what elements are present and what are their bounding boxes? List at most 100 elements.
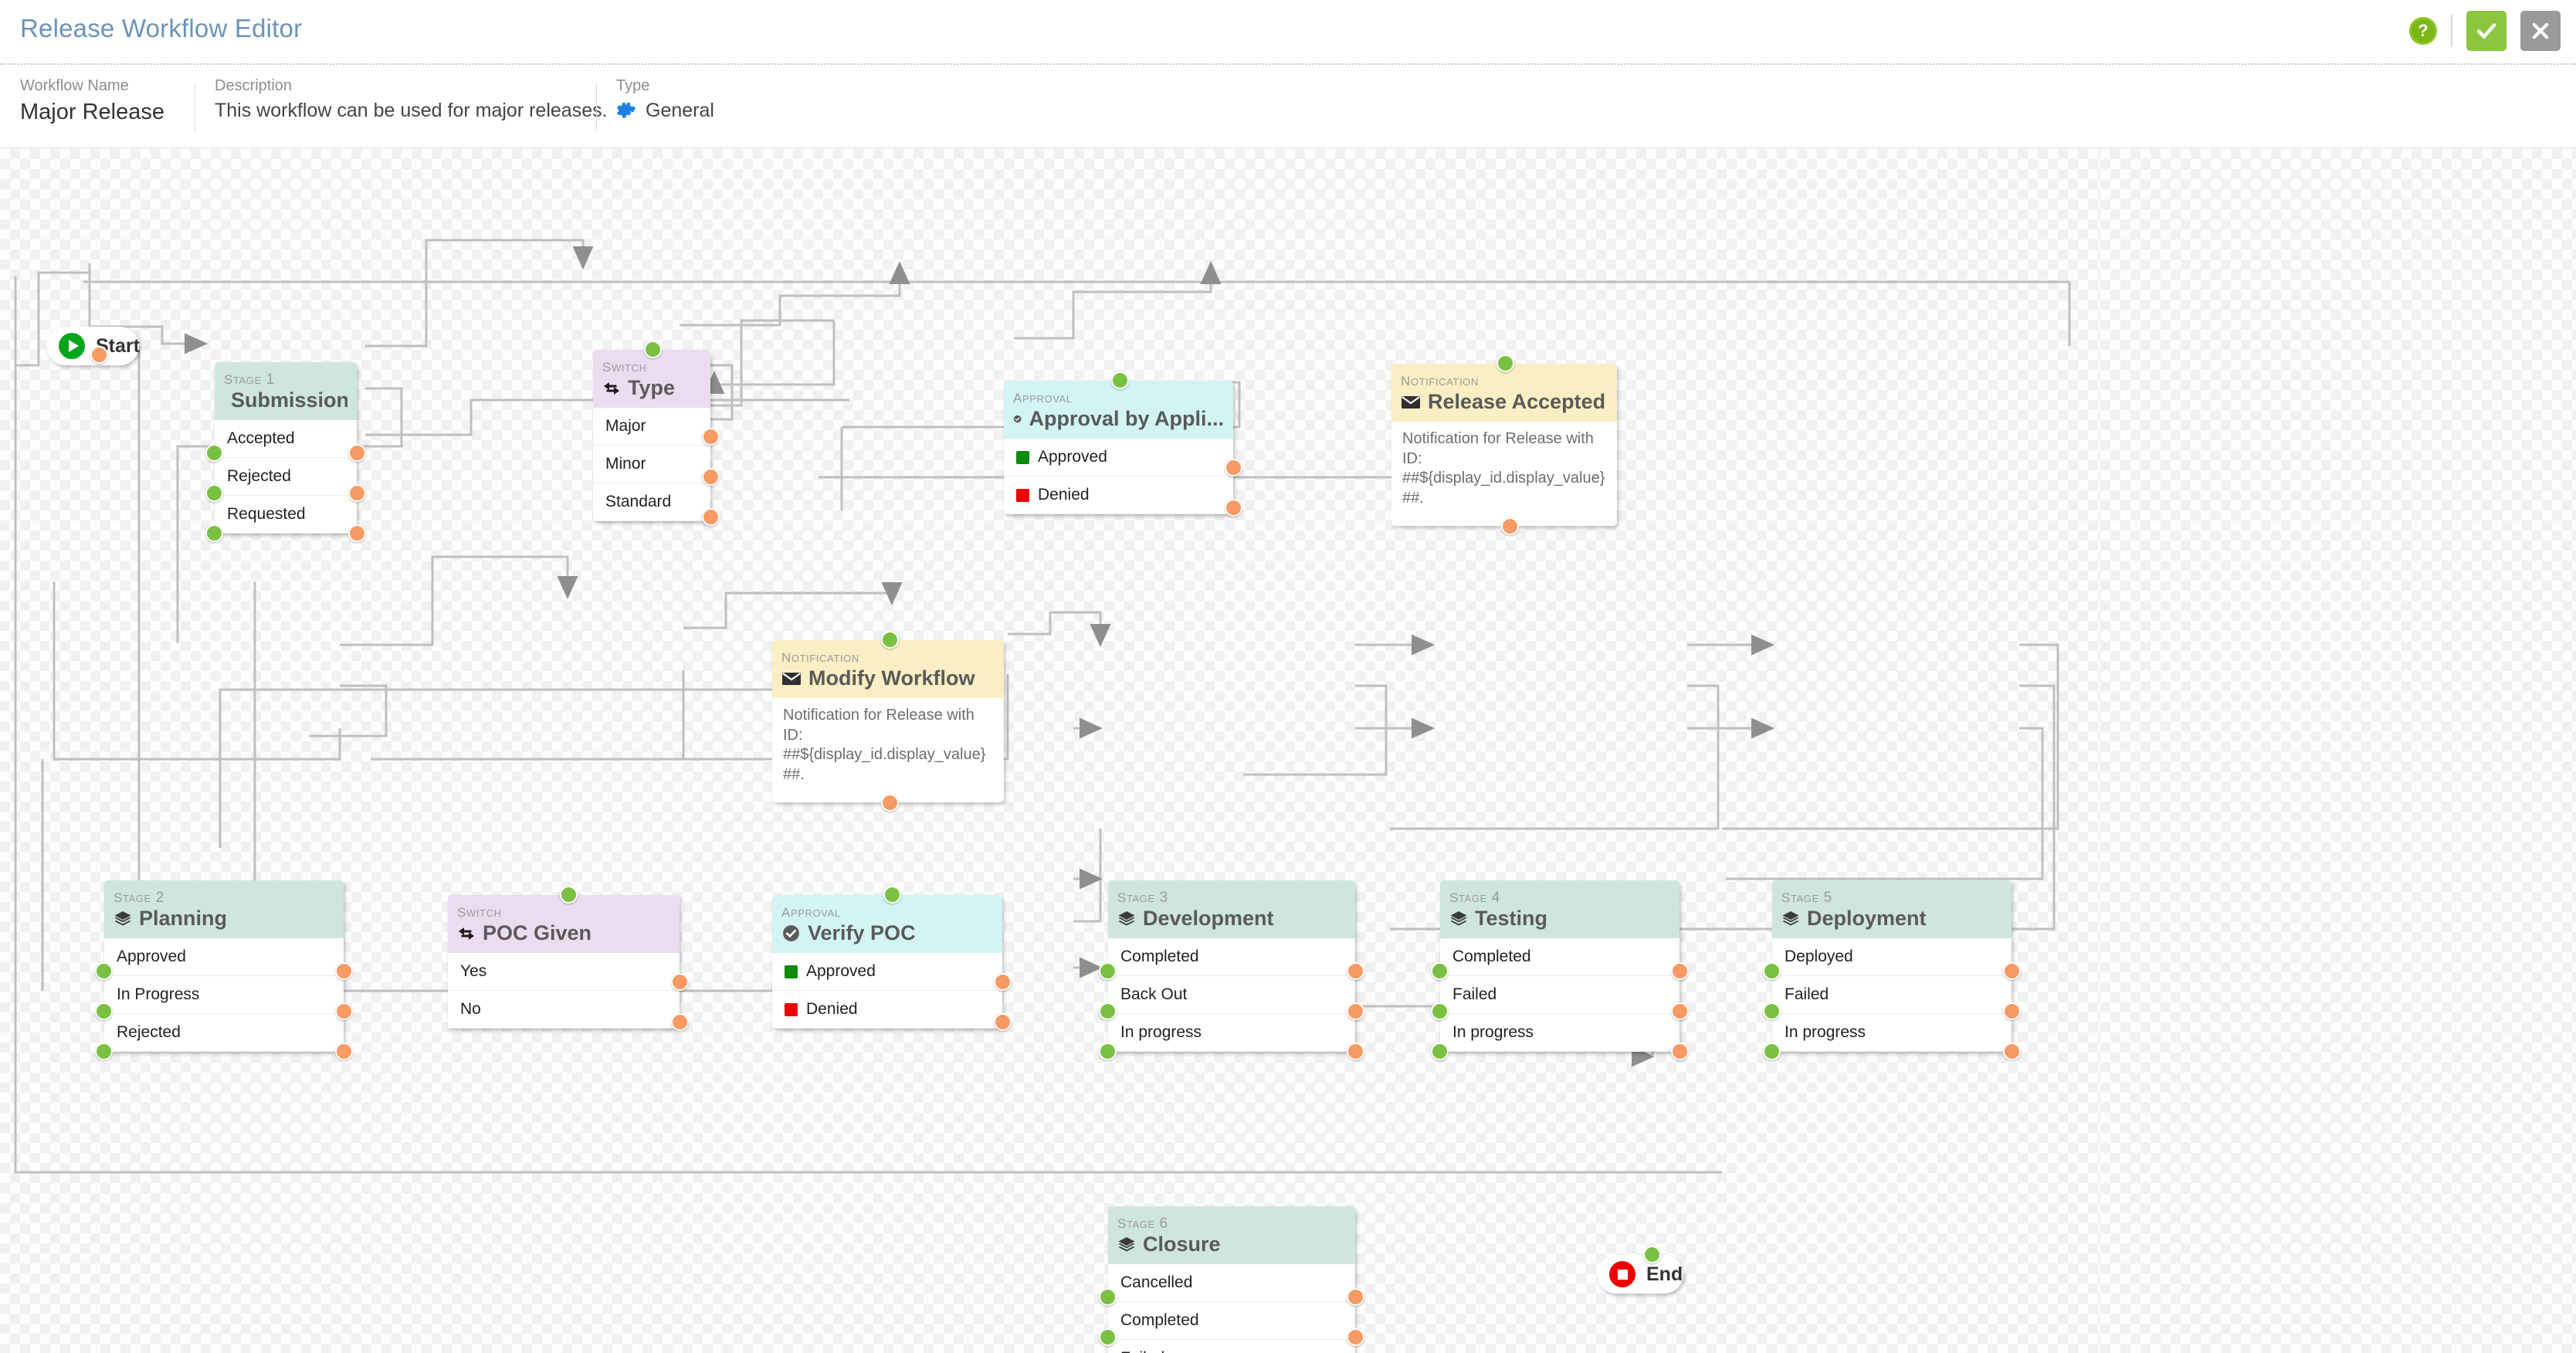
envelope-icon	[782, 672, 801, 685]
row-out-port[interactable]	[671, 973, 689, 991]
node-row[interactable]: Failed	[1440, 976, 1679, 1015]
node-row[interactable]: In progress	[1108, 1014, 1355, 1053]
node-row[interactable]: Completed	[1108, 938, 1355, 977]
row-out-port[interactable]	[335, 1002, 353, 1020]
node-row[interactable]: Minor	[593, 446, 710, 484]
node-row[interactable]: Requested	[215, 496, 357, 534]
node-row[interactable]: Deployed	[1772, 938, 2012, 977]
row-out-port[interactable]	[1671, 1002, 1689, 1020]
row-in-port[interactable]	[205, 444, 223, 462]
row-in-port[interactable]	[1763, 1043, 1781, 1060]
row-in-port[interactable]	[1431, 1043, 1449, 1060]
node-row[interactable]: Major	[593, 408, 710, 446]
node-out-port[interactable]	[881, 793, 899, 812]
row-out-port[interactable]	[994, 973, 1012, 991]
node-stage5[interactable]: Stage 5 Deployment Deployed Failed In pr…	[1763, 880, 2021, 1060]
row-in-port[interactable]	[1099, 1002, 1117, 1020]
node-stage1[interactable]: Stage 1 Submission Accepted Rejected Req…	[205, 362, 366, 542]
row-out-port[interactable]	[702, 428, 720, 446]
row-out-port[interactable]	[1347, 1043, 1364, 1060]
node-row[interactable]: Cancelled	[1108, 1264, 1355, 1303]
row-in-port[interactable]	[1431, 1002, 1449, 1020]
node-switch-poc-given[interactable]: Switch POC Given Yes No	[448, 886, 689, 1031]
cancel-button[interactable]	[2520, 11, 2561, 51]
node-in-port[interactable]	[1496, 354, 1514, 372]
node-row[interactable]: In progress	[1772, 1014, 2012, 1053]
node-stage2[interactable]: Stage 2 Planning Approved In Progress Re…	[95, 880, 353, 1060]
row-out-port[interactable]	[702, 468, 720, 486]
node-in-port[interactable]	[881, 631, 899, 649]
node-stage6[interactable]: Stage 6 Closure Cancelled Completed Fail…	[1099, 1206, 1364, 1353]
node-row[interactable]: Denied	[772, 991, 1002, 1029]
node-row[interactable]: Accepted	[215, 420, 357, 459]
row-in-port[interactable]	[1099, 1328, 1117, 1346]
node-out-port[interactable]	[1501, 517, 1519, 535]
node-approval-verify-poc[interactable]: Approval Verify POC Approved Denied	[772, 886, 1012, 1031]
node-row[interactable]: Rejected	[104, 1014, 344, 1053]
node-row[interactable]: Failed	[1772, 976, 2012, 1015]
row-in-port[interactable]	[1763, 1002, 1781, 1020]
node-row[interactable]: Back Out	[1108, 976, 1355, 1015]
row-in-port[interactable]	[1099, 1288, 1117, 1306]
row-in-port[interactable]	[205, 524, 223, 542]
node-row[interactable]: Completed	[1108, 1302, 1355, 1341]
node-in-port[interactable]	[560, 886, 578, 904]
row-out-port[interactable]	[671, 1013, 689, 1031]
node-row[interactable]: No	[448, 991, 680, 1029]
row-out-port[interactable]	[994, 1013, 1012, 1031]
node-row[interactable]: In Progress	[104, 976, 344, 1015]
row-out-port[interactable]	[2003, 962, 2021, 980]
node-row[interactable]: Yes	[448, 953, 680, 992]
end-node[interactable]: End	[1597, 1255, 1683, 1294]
help-icon[interactable]: ?	[2409, 17, 2437, 45]
row-in-port[interactable]	[95, 962, 113, 980]
row-out-port[interactable]	[1225, 459, 1242, 476]
node-row[interactable]: Rejected	[215, 458, 357, 497]
row-out-port[interactable]	[2003, 1043, 2021, 1060]
row-out-port[interactable]	[335, 1043, 353, 1060]
row-out-port[interactable]	[1347, 1002, 1364, 1020]
row-out-port[interactable]	[1671, 1043, 1689, 1060]
row-out-port[interactable]	[1671, 962, 1689, 980]
node-notification-release-accepted[interactable]: Notification Release Accepted Notificati…	[1391, 354, 1617, 535]
row-out-port[interactable]	[2003, 1002, 2021, 1020]
row-in-port[interactable]	[1099, 1043, 1117, 1060]
node-row[interactable]: Standard	[593, 483, 710, 522]
node-row[interactable]: Approved	[1004, 439, 1233, 477]
workflow-canvas[interactable]: Start Stage 1 Submission Accepted Reject…	[0, 149, 2100, 1353]
node-row[interactable]: Approved	[772, 953, 1002, 992]
row-in-port[interactable]	[1431, 962, 1449, 980]
save-button[interactable]	[2466, 11, 2507, 51]
row-in-port[interactable]	[1099, 962, 1117, 980]
row-in-port[interactable]	[95, 1043, 113, 1060]
row-in-port[interactable]	[205, 484, 223, 502]
node-in-port[interactable]	[883, 886, 901, 904]
node-row[interactable]: Approved	[104, 938, 344, 977]
row-out-port[interactable]	[702, 508, 720, 526]
node-stage4[interactable]: Stage 4 Testing Completed Failed In prog…	[1431, 880, 1689, 1060]
row-out-port[interactable]	[1347, 1288, 1364, 1306]
row-in-port[interactable]	[95, 1002, 113, 1020]
row-out-port[interactable]	[1347, 1328, 1364, 1346]
node-in-port[interactable]	[644, 341, 662, 358]
row-out-port[interactable]	[348, 524, 366, 542]
row-out-port[interactable]	[1225, 499, 1242, 517]
node-title-text: Type	[628, 376, 676, 400]
node-notification-modify-workflow[interactable]: Notification Modify Workflow Notificatio…	[772, 631, 1004, 812]
row-out-port[interactable]	[348, 444, 366, 462]
row-out-port[interactable]	[1347, 962, 1364, 980]
node-kind: Approval	[781, 900, 841, 921]
node-row[interactable]: Failed	[1108, 1340, 1355, 1353]
end-in-port[interactable]	[1643, 1246, 1661, 1263]
node-stage3[interactable]: Stage 3 Development Completed Back Out I…	[1099, 880, 1364, 1060]
node-row[interactable]: Denied	[1004, 476, 1233, 515]
node-switch-type[interactable]: Switch Type Major Minor Standard	[593, 341, 720, 526]
start-out-port[interactable]	[90, 346, 108, 364]
node-row[interactable]: Completed	[1440, 938, 1679, 977]
node-in-port[interactable]	[1111, 371, 1129, 389]
row-in-port[interactable]	[1763, 962, 1781, 980]
node-approval-application[interactable]: Approval Approval by Appli... Approved D…	[1004, 371, 1242, 517]
row-out-port[interactable]	[335, 962, 353, 980]
node-row[interactable]: In progress	[1440, 1014, 1679, 1053]
row-out-port[interactable]	[348, 484, 366, 502]
